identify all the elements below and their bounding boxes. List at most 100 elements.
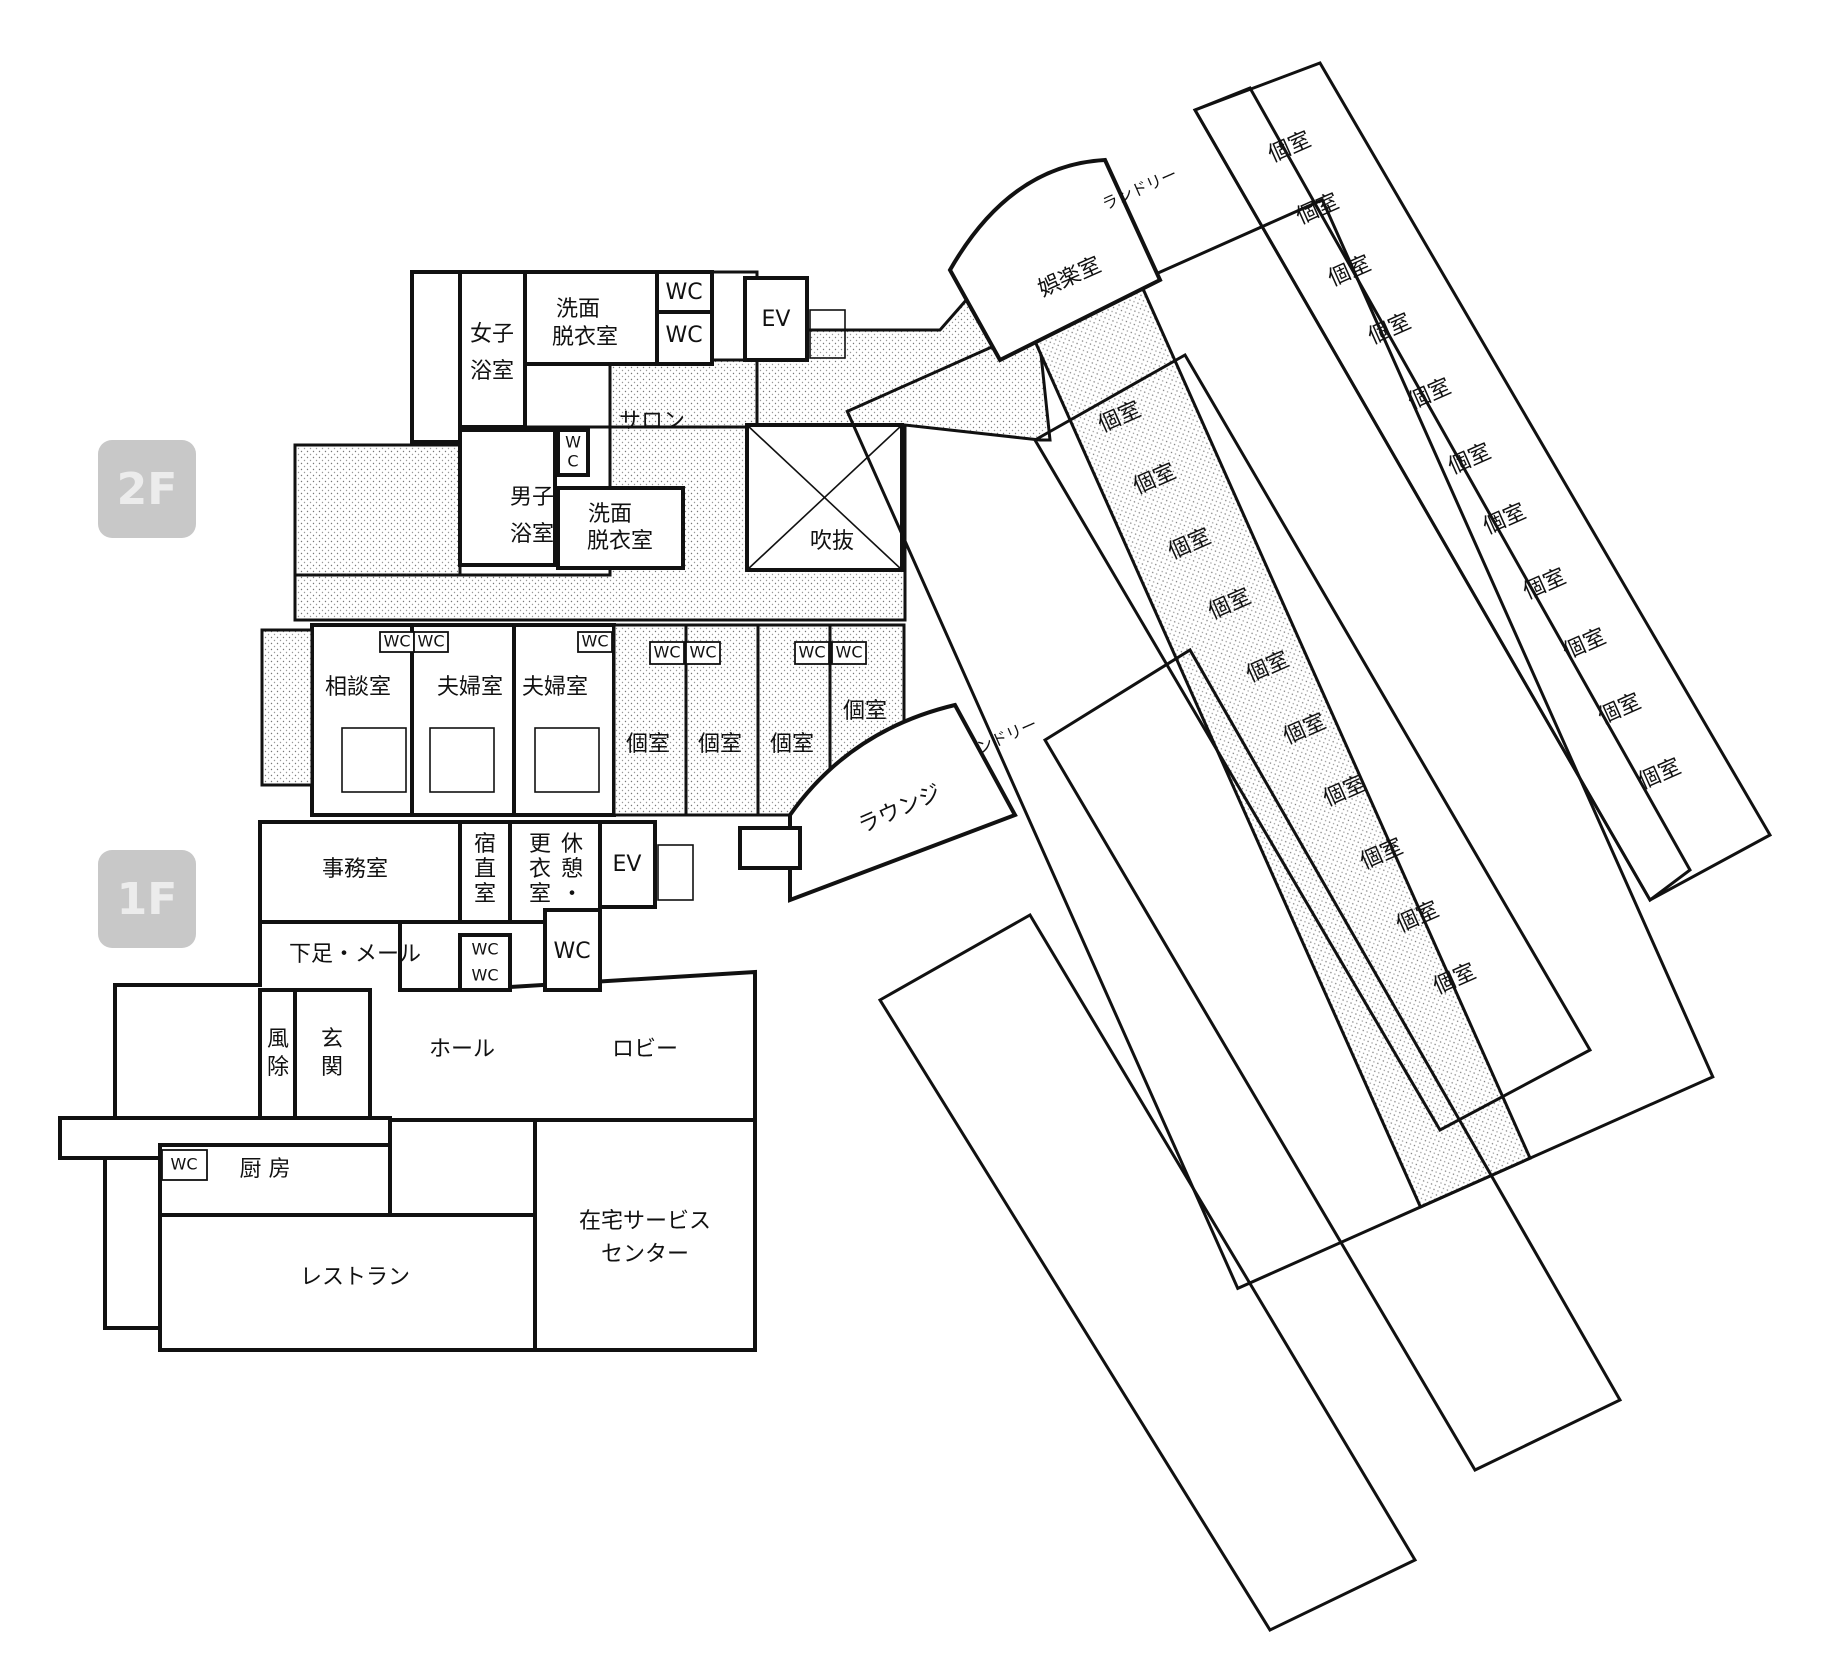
atrium-label: 吹抜: [810, 529, 854, 554]
men-dress-room: [556, 486, 685, 570]
women-bath-label-2: 浴室: [470, 359, 514, 384]
rest-1: 休: [561, 832, 583, 857]
wc-box-2f-6: [794, 641, 830, 665]
ev-1f-label: EV: [613, 852, 642, 877]
wing-frames: [877, 61, 1773, 1632]
night-duty-room: [458, 820, 512, 924]
lounge-entry-1f: [738, 826, 802, 870]
wc-box-2f-5: [685, 641, 721, 665]
women-bath-room: [458, 270, 527, 429]
night-duty-1: 宿: [474, 832, 496, 857]
floor-badge-2f: 2F: [98, 440, 196, 538]
private-2f-d-label: 個室: [843, 699, 887, 724]
wing-upper-wall-r: [1138, 280, 1531, 1159]
rest-2: 憩: [561, 857, 583, 882]
wc-1f-a: [458, 933, 512, 992]
stair-shaft-left: [410, 270, 462, 444]
private-w1-8: 個室: [1520, 564, 1570, 605]
wc-box-2f-5-label: WC: [690, 643, 717, 662]
private-2f-b-label: 個室: [698, 732, 742, 757]
private-w1-9: 個室: [1560, 624, 1610, 665]
wing-a-inner: [1192, 86, 1692, 903]
women-dress-label-1: 洗面: [556, 297, 600, 322]
private-w1-10: 個室: [1595, 689, 1645, 730]
wc-box-2f-6-label: WC: [799, 643, 826, 662]
counsel-label: 相談室: [325, 675, 391, 700]
rest-3: ・: [561, 882, 583, 907]
stair-2f-left: [260, 628, 314, 787]
home-service-label-1: 在宅サービス: [579, 1209, 711, 1234]
couple-2-label: 夫婦室: [522, 675, 588, 700]
windbreak: [258, 988, 297, 1122]
wc-box-2f-7-label: WC: [836, 643, 863, 662]
lobby-label: ロビー: [612, 1037, 678, 1062]
home-service-room: [533, 1118, 757, 1352]
floor-badge-1f: 1F: [98, 850, 196, 948]
wc-box-2f-1-label: WC: [384, 632, 411, 651]
wc-box-2f-4: [649, 641, 685, 665]
private-w1-1: 個室: [1265, 127, 1315, 168]
lounge-area: ラウンジ: [788, 702, 1018, 903]
wc-2f-a-label: WC: [665, 280, 702, 305]
couple-1-label: 夫婦室: [437, 675, 503, 700]
elevator-1f: [598, 820, 657, 909]
wc-box-2f-4-label: WC: [654, 643, 681, 662]
wc-kitchen: [161, 1149, 208, 1181]
elevator-2f: [743, 276, 809, 362]
wing-upper: [845, 197, 1715, 1291]
salon-label: サロン: [619, 409, 685, 434]
tatami-2: [429, 727, 495, 793]
couple-room-1: [410, 623, 516, 817]
wc-2f-small: [556, 428, 590, 477]
wc-box-2f-3: [577, 631, 613, 653]
shoes-mail-label: 下足・メール: [289, 942, 421, 967]
floor2-main: 女子 浴室 洗面 脱衣室 WC WC EV 男子 浴室 W C 洗面 脱衣室 サ…: [260, 248, 1052, 817]
tatami-3: [534, 727, 600, 793]
locker-3: 室: [529, 882, 551, 907]
men-dress-label-1: 洗面: [588, 502, 632, 527]
wc-box-2f-3-label: WC: [582, 632, 609, 651]
lounge-room: [788, 702, 1018, 903]
wing-b-outer: [1032, 352, 1593, 1133]
hall-label: ホール: [429, 1037, 495, 1062]
wing-upper-wall-l: [1029, 329, 1422, 1208]
wc-box-2f-2-label: WC: [418, 632, 445, 651]
recreation-room: [947, 157, 1163, 363]
entrance: [293, 988, 372, 1122]
private-w1-7: 個室: [1480, 499, 1530, 540]
restaurant-label: レストラン: [300, 1265, 410, 1290]
night-duty-3: 室: [474, 882, 496, 907]
wc-small-w: W: [565, 433, 581, 452]
men-bath-label-1: 男子: [510, 485, 554, 510]
private-room-2f-b: [684, 623, 760, 817]
floor1: 事務室 宿 直 室 更 衣 室 休 憩 ・ EV 下足・メール WC WC WC…: [58, 820, 802, 1352]
wc-box-2f-7: [831, 641, 867, 665]
stair-2f-small: [809, 309, 846, 359]
wing-d-outer: [877, 912, 1418, 1632]
wc-1f-big-label: WC: [553, 939, 590, 964]
locker-2: 衣: [529, 857, 551, 882]
hall-lobby: [113, 920, 757, 1122]
tatami-1: [341, 727, 407, 793]
private-2f-c-label: 個室: [770, 732, 814, 757]
wc-2f-b-label: WC: [665, 323, 702, 348]
stair-1f-small: [657, 844, 694, 901]
windbreak-2: 除: [267, 1055, 289, 1080]
atrium-cross-2: [746, 424, 903, 571]
private-2f-a-label: 個室: [626, 732, 670, 757]
wc-kitchen-label: WC: [171, 1155, 198, 1174]
wc-2f-b: [655, 310, 714, 366]
counsel-room: [310, 623, 414, 817]
left-dotted-block: [293, 443, 462, 577]
wc-small-c: C: [567, 452, 578, 471]
wc-1f-a-label: WC: [472, 940, 499, 959]
recreation-area: 娯楽室 ランドリー ランドリー: [947, 157, 1180, 764]
locker-rest-room: [508, 820, 602, 924]
women-bath-label-1: 女子: [470, 322, 514, 347]
home-service-label-2: センター: [601, 1242, 689, 1267]
locker-1: 更: [529, 832, 551, 857]
stair-1f-left: [103, 1156, 162, 1330]
wing-c-outer: [1042, 647, 1623, 1472]
men-dress-label-2: 脱衣室: [587, 529, 653, 554]
